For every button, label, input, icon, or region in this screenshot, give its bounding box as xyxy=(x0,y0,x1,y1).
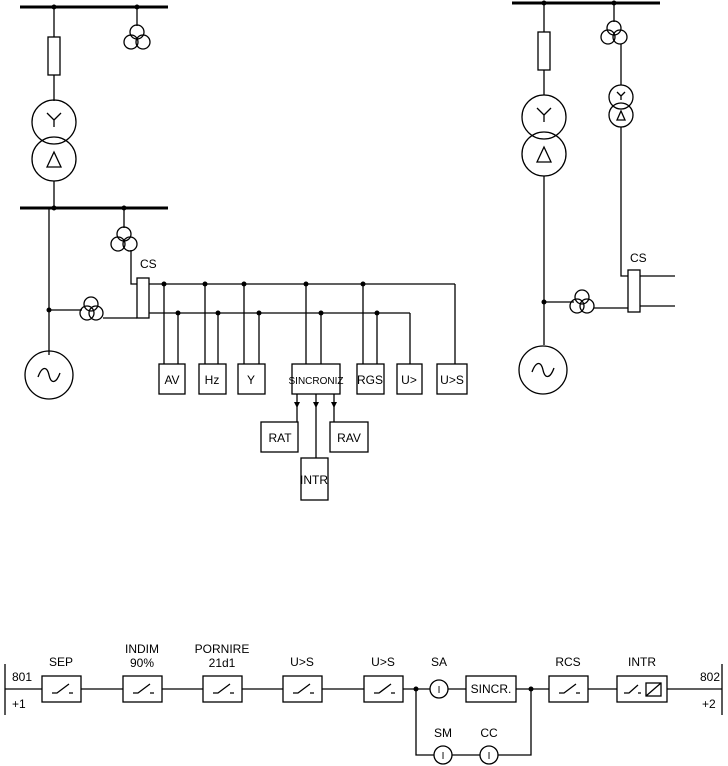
device-hz-label: Hz xyxy=(205,373,220,387)
contact-pornire-label: PORNIRE xyxy=(195,642,250,656)
device-intr-label: INTR xyxy=(300,473,328,487)
device-rav-label: RAV xyxy=(337,431,361,445)
left-cs-label: CS xyxy=(140,257,157,271)
left-terminal-polarity: +1 xyxy=(12,697,26,711)
device-hz-box xyxy=(198,363,227,395)
contact-indim: INDIM 90% xyxy=(122,642,163,703)
device-u-gt-box xyxy=(396,363,423,395)
meter-sm-label: SM xyxy=(434,726,452,740)
device-rat-box xyxy=(260,421,299,453)
device-sincroniz-label: SINCRONIZ xyxy=(289,376,344,387)
right-generator-voltage-transformer xyxy=(569,289,595,314)
device-rat-label: RAT xyxy=(268,431,292,445)
contact-intr: INTR xyxy=(616,655,668,703)
right-scheme: CS xyxy=(512,0,675,395)
right-auxiliary-transformer xyxy=(608,84,634,128)
device-y-box xyxy=(237,363,266,395)
device-u-gt-s-label: U>S xyxy=(440,373,464,387)
right-terminal-polarity: +2 xyxy=(702,697,716,711)
left-cs-switch xyxy=(136,277,150,319)
left-bus-voltage-transformer xyxy=(110,208,138,285)
contact-indim-label: INDIM xyxy=(125,642,159,656)
device-rav-box xyxy=(329,421,369,453)
device-av-label: AV xyxy=(164,373,179,387)
right-terminal-number: 802 xyxy=(700,670,720,684)
contact-u-s-1-label: U>S xyxy=(290,655,314,669)
device-rgs-label: RGS xyxy=(357,373,383,387)
contact-sep-label: SEP xyxy=(49,655,73,669)
contact-indim-sublabel: 90% xyxy=(130,656,154,670)
device-rgs-box xyxy=(356,363,385,395)
device-y-label: Y xyxy=(247,373,255,387)
arrow-to-rat xyxy=(294,402,300,408)
left-terminal-number: 801 xyxy=(12,670,32,684)
device-u-gt-label: U> xyxy=(401,373,417,387)
left-generator-voltage-transformer xyxy=(79,296,104,321)
sincr-block-label: SINCR. xyxy=(471,682,512,696)
meter-sm-symbol: I xyxy=(442,751,445,762)
sync-control-circuit: 801 +1 802 +2 SEP INDIM 90% PORNIRE 21d1… xyxy=(4,642,723,765)
contact-u-s-1: U>S xyxy=(282,655,323,703)
right-breaker xyxy=(537,31,551,71)
sincr-block: SINCR. xyxy=(465,675,517,703)
right-generator xyxy=(518,345,568,395)
meter-cc-symbol: I xyxy=(488,751,491,762)
contact-intr-label: INTR xyxy=(628,655,656,669)
contact-rcs: RCS xyxy=(548,655,589,703)
left-scheme: CS AV Hz Y SINCRONIZ xyxy=(20,4,468,501)
contact-u-s-2: U>S xyxy=(363,655,404,703)
left-breaker xyxy=(47,36,61,76)
device-u-gt-s-box xyxy=(436,363,468,395)
meter-sa: I SA xyxy=(429,655,449,699)
meter-cc: I CC xyxy=(479,726,499,765)
contact-sep: SEP xyxy=(41,655,82,703)
meter-sm: I SM xyxy=(433,726,453,765)
meter-sa-label: SA xyxy=(431,655,447,669)
left-generator xyxy=(24,350,74,400)
arrow-to-intr xyxy=(313,402,319,408)
right-power-transformer xyxy=(521,94,567,177)
meter-cc-label: CC xyxy=(480,726,498,740)
device-av-box xyxy=(158,363,186,395)
contact-u-s-2-label: U>S xyxy=(371,655,395,669)
right-cs-switch xyxy=(627,269,641,313)
contact-pornire: PORNIRE 21d1 xyxy=(195,642,250,703)
device-intr-box xyxy=(300,457,329,501)
device-sincroniz-box xyxy=(291,363,341,395)
meter-sa-symbol: I xyxy=(438,685,441,696)
arrow-to-rav xyxy=(331,402,337,408)
left-upper-voltage-transformer xyxy=(123,7,151,50)
left-power-transformer xyxy=(31,99,77,182)
right-bus-voltage-transformer xyxy=(600,3,628,85)
contact-pornire-sublabel: 21d1 xyxy=(209,656,236,670)
contact-rcs-label: RCS xyxy=(555,655,580,669)
right-cs-label: CS xyxy=(630,251,647,265)
